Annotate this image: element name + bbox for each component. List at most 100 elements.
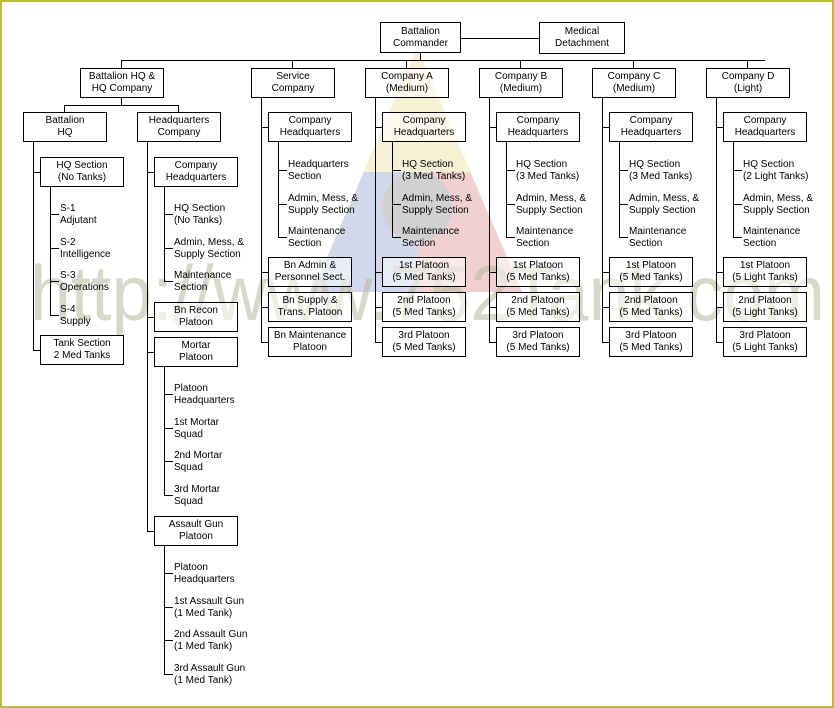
service-company-box[interactable]: Service Company: [251, 68, 335, 98]
connector-line: [506, 170, 515, 171]
company-c-platoon-box[interactable]: 1st Platoon (5 Med Tanks): [609, 257, 693, 287]
armored-patch-emblem: [312, 47, 522, 292]
connector-line: [164, 281, 173, 282]
connector-line: [733, 204, 742, 205]
bn-recon-platoon-box[interactable]: Bn Recon Platoon: [154, 302, 238, 332]
medical-detachment-box[interactable]: Medical Detachment: [539, 22, 625, 54]
connector-line: [164, 428, 173, 429]
connector-line: [164, 545, 165, 675]
connector-line: [164, 248, 173, 249]
company-c-platoon-box[interactable]: 2nd Platoon (5 Med Tanks): [609, 292, 693, 322]
company-headquarters-box[interactable]: Company Headquarters: [154, 157, 238, 187]
assault-gun-platoon-box[interactable]: Assault Gun Platoon: [154, 516, 238, 546]
connector-line: [420, 53, 421, 61]
service-platoon-box[interactable]: Bn Supply & Trans. Platoon: [268, 292, 352, 322]
connector-line: [619, 170, 628, 171]
section-label: Admin, Mess, & Supply Section: [402, 193, 473, 216]
connector-line: [489, 342, 497, 343]
company-b-company-headquarters-box[interactable]: Company Headquarters: [496, 112, 580, 142]
connector-line: [461, 38, 540, 39]
headquarters-company-box[interactable]: Headquarters Company: [137, 112, 221, 142]
connector-line: [164, 366, 165, 496]
mortar-squad-label: 3rd Mortar Squad: [174, 484, 221, 507]
connector-line: [747, 60, 748, 69]
connector-line: [506, 237, 515, 238]
connector-line: [147, 172, 155, 173]
battalion-hq-box[interactable]: Battalion HQ: [23, 112, 107, 142]
connector-line: [489, 272, 497, 273]
connector-line: [178, 105, 179, 113]
company-b-platoon-box[interactable]: 2nd Platoon (5 Med Tanks): [496, 292, 580, 322]
assault-gun-label: 3rd Assault Gun (1 Med Tank): [174, 663, 246, 686]
section-label: Admin, Mess, & Supply Section: [629, 193, 700, 216]
connector-line: [733, 170, 742, 171]
connector-line: [261, 307, 269, 308]
connector-line: [406, 60, 407, 69]
company-b-box[interactable]: Company B (Medium): [479, 68, 563, 98]
connector-line: [392, 170, 401, 171]
connector-line: [164, 640, 173, 641]
tank-section-box[interactable]: Tank Section 2 Med Tanks: [40, 335, 124, 365]
connector-line: [733, 142, 734, 238]
connector-line: [633, 60, 634, 69]
connector-line: [261, 342, 269, 343]
connector-line: [602, 127, 610, 128]
connector-line: [164, 394, 173, 395]
connector-line: [50, 281, 59, 282]
connector-line: [489, 307, 497, 308]
mortar-platoon-box[interactable]: Mortar Platoon: [154, 337, 238, 367]
connector-line: [121, 60, 122, 69]
assault-gun-label: 1st Assault Gun (1 Med Tank): [174, 596, 245, 619]
connector-line: [147, 531, 155, 532]
section-label: Headquarters Section: [288, 159, 349, 182]
service-company-headquarters-box[interactable]: Company Headquarters: [268, 112, 352, 142]
hq-section-box[interactable]: HQ Section (No Tanks): [40, 157, 124, 187]
connector-line: [716, 342, 724, 343]
connector-line: [33, 172, 41, 173]
company-b-platoon-box[interactable]: 1st Platoon (5 Med Tanks): [496, 257, 580, 287]
connector-line: [716, 127, 724, 128]
company-a-box[interactable]: Company A (Medium): [365, 68, 449, 98]
connector-line: [164, 186, 165, 282]
company-b-platoon-box[interactable]: 3rd Platoon (5 Med Tanks): [496, 327, 580, 357]
connector-line: [261, 272, 269, 273]
connector-line: [50, 214, 59, 215]
mortar-squad-label: Platoon Headquarters: [174, 383, 235, 406]
connector-line: [506, 142, 507, 238]
connector-line: [375, 307, 383, 308]
company-d-company-headquarters-box[interactable]: Company Headquarters: [723, 112, 807, 142]
company-a-platoon-box[interactable]: 1st Platoon (5 Med Tanks): [382, 257, 466, 287]
section-label: Admin, Mess, & Supply Section: [288, 193, 359, 216]
connector-line: [261, 97, 262, 343]
section-label: HQ Section (No Tanks): [174, 203, 226, 226]
company-d-platoon-box[interactable]: 2nd Platoon (5 Light Tanks): [723, 292, 807, 322]
section-label: Admin, Mess, & Supply Section: [516, 193, 587, 216]
connector-line: [375, 272, 383, 273]
battalion-commander-box[interactable]: Battalion Commander: [380, 22, 461, 53]
connector-line: [147, 352, 155, 353]
section-label: Maintenance Section: [629, 226, 687, 249]
company-a-platoon-box[interactable]: 2nd Platoon (5 Med Tanks): [382, 292, 466, 322]
company-d-platoon-box[interactable]: 1st Platoon (5 Light Tanks): [723, 257, 807, 287]
company-c-platoon-box[interactable]: 3rd Platoon (5 Med Tanks): [609, 327, 693, 357]
connector-line: [278, 237, 287, 238]
mortar-squad-label: 2nd Mortar Squad: [174, 450, 223, 473]
section-label: HQ Section (3 Med Tanks): [629, 159, 693, 182]
company-a-company-headquarters-box[interactable]: Company Headquarters: [382, 112, 466, 142]
connector-line: [121, 97, 122, 106]
battalion-hq-hq-company-box[interactable]: Battalion HQ & HQ Company: [80, 68, 164, 98]
connector-line: [164, 214, 173, 215]
section-label: Admin, Mess, & Supply Section: [743, 193, 814, 216]
connector-line: [164, 461, 173, 462]
section-label: Admin, Mess, & Supply Section: [174, 237, 245, 260]
company-c-box[interactable]: Company C (Medium): [592, 68, 676, 98]
service-platoon-box[interactable]: Bn Admin & Personnel Sect.: [268, 257, 352, 287]
company-d-box[interactable]: Company D (Light): [706, 68, 790, 98]
staff-section-label: S-2 Intelligence: [60, 237, 111, 260]
company-d-platoon-box[interactable]: 3rd Platoon (5 Light Tanks): [723, 327, 807, 357]
connector-line: [602, 342, 610, 343]
service-platoon-box[interactable]: Bn Maintenance Platoon: [268, 327, 352, 357]
company-c-company-headquarters-box[interactable]: Company Headquarters: [609, 112, 693, 142]
company-a-platoon-box[interactable]: 3rd Platoon (5 Med Tanks): [382, 327, 466, 357]
